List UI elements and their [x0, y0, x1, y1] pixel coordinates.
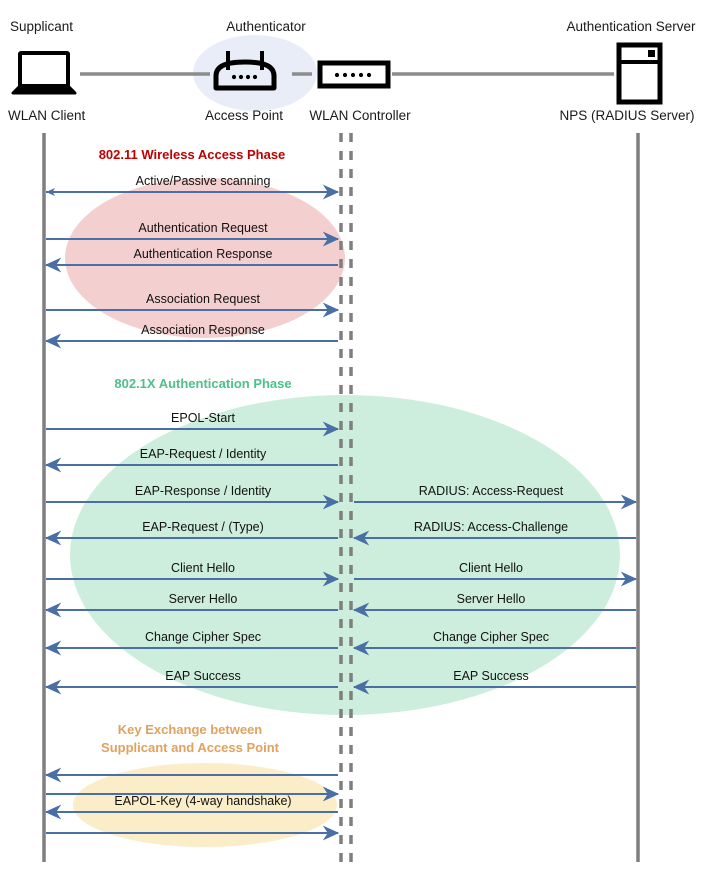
- message-label: EAPOL-Key (4-way handshake): [114, 794, 292, 808]
- actor-device-access-point: Access Point: [204, 108, 284, 123]
- phase-ellipse-8021x: [70, 395, 620, 715]
- message-label: Client Hello: [459, 561, 523, 575]
- message-label: RADIUS: Access-Challenge: [413, 520, 569, 534]
- message-label: Authentication Response: [133, 247, 273, 261]
- actor-device-wlan-controller: WLAN Controller: [309, 108, 411, 123]
- message-label: Active/Passive scanning: [135, 174, 271, 188]
- message-label: EAP-Request / Identity: [139, 447, 267, 461]
- message-label: EPOL-Start: [171, 411, 235, 425]
- phase-title-key-line2: Supplicant and Access Point: [101, 740, 279, 755]
- actor-device-nps: NPS (RADIUS Server): [559, 108, 695, 123]
- message-arrows: [44, 184, 638, 841]
- message-label: EAP Success: [165, 669, 241, 683]
- actor-role-supplicant: Supplicant: [10, 19, 74, 34]
- message-arrowhead: [46, 188, 55, 196]
- message-label: Server Hello: [168, 592, 238, 606]
- message-label: RADIUS: Access-Request: [418, 484, 564, 498]
- phase-ellipse-key: [73, 763, 337, 847]
- phase-title-key-line1: Key Exchange between: [117, 722, 263, 737]
- actor-role-authenticator: Authenticator: [226, 19, 306, 34]
- message-label: EAP Success: [453, 669, 529, 683]
- message-label: EAP-Response / Identity: [134, 484, 272, 498]
- message-label: Client Hello: [171, 561, 235, 575]
- actor-role-auth-server: Authentication Server: [566, 19, 696, 34]
- message-label: EAP-Request / (Type): [142, 520, 264, 534]
- message-label: Association Request: [146, 292, 260, 306]
- message-label: Authentication Request: [138, 221, 268, 235]
- access-point-icon: [213, 51, 277, 91]
- phase-title-8021x: 802.1X Authentication Phase: [114, 376, 292, 391]
- phase-ellipse-80211: [65, 178, 345, 338]
- actor-device-wlan-client: WLAN Client: [8, 108, 86, 123]
- message-label: Association Response: [141, 323, 265, 337]
- wlan-controller-icon: [317, 60, 391, 89]
- laptop-icon: [11, 51, 77, 95]
- message-label: Change Cipher Spec: [144, 630, 262, 644]
- authenticator-halo: [193, 35, 317, 111]
- message-label: Server Hello: [456, 592, 526, 606]
- server-icon: [616, 42, 663, 105]
- message-label: Change Cipher Spec: [432, 630, 550, 644]
- phase-title-80211: 802.11 Wireless Access Phase: [98, 147, 286, 162]
